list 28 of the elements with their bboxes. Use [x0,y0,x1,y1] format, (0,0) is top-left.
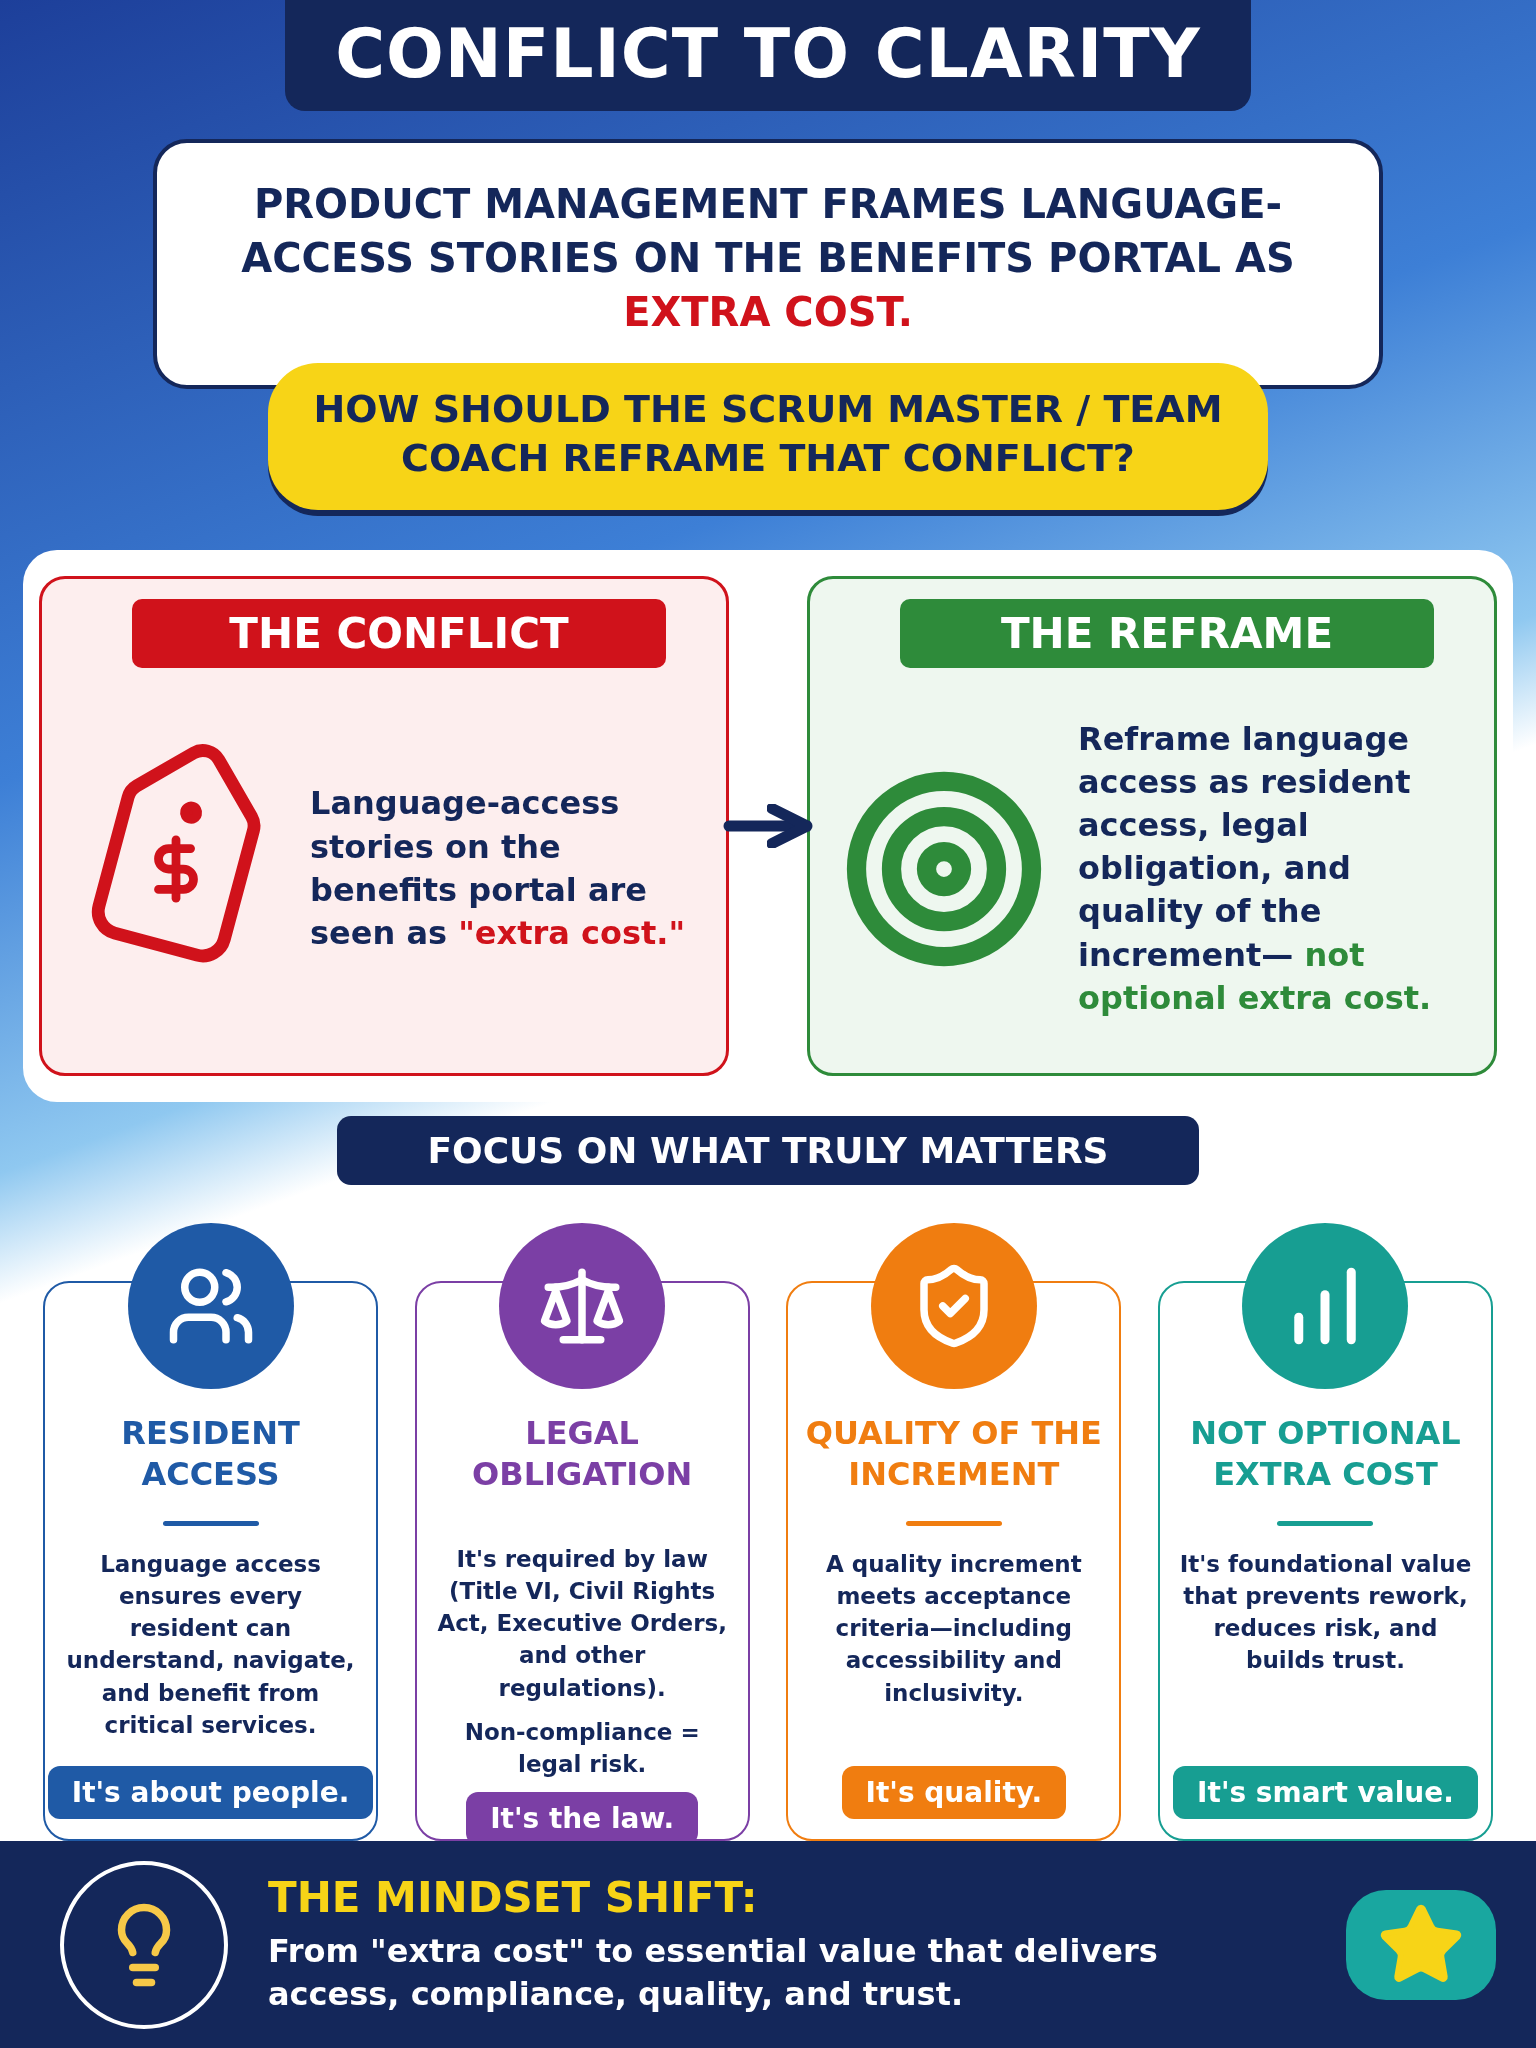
card-text: Non-compliance = legal risk. [463,1717,701,1779]
section-banner [337,1115,1199,1185]
mindset-heading: THE MINDSET SHIFT: [268,1873,759,1923]
statement-text: PRODUCT MANAGEMENT FRAMES LANGUAGE-ACCESS STORIES ON THE BENEFITS PORTAL AS EXTRA COST. [240,180,1296,337]
panel-heading: THE REFRAME [900,598,1434,668]
card-text: Language access ensures every resident can understand, navigate, and benefit from critical services. [65,1549,356,1740]
arrow [723,802,813,849]
card-heading: RESIDENT ACCESS [120,1412,301,1496]
card-heading: LEGAL OBLIGATION [471,1412,694,1496]
card-heading: NOT OPTIONAL EXTRA COST [1189,1412,1462,1496]
title: CONFLICT TO CLARITY [285,0,1251,111]
panel-card [39,575,729,1076]
panel-text: Reframe language access as resident access, legal obligation, and quality of the increment— not optional extra cost. [1078,718,1433,1019]
panel-heading: THE CONFLICT [132,598,666,668]
tagline-badge: It's about people. [47,1765,374,1819]
mindset-text: From "extra cost" to essential value that delivers access, compliance, quality, and trust. [268,1931,1159,2016]
banner-text: FOCUS ON WHAT TRULY MATTERS [427,1129,1109,1171]
tagline-badge: It's quality. [841,1765,1067,1819]
card-text: It's foundational value that prevents rework, reduces risk, and builds trust. [1178,1549,1473,1676]
mindset-bar [0,1840,1536,2048]
card-text: A quality increment meets acceptance criteria—including accessibility and inclusivity. [824,1549,1083,1708]
card-heading: QUALITY OF THE INCREMENT [804,1412,1103,1496]
statement-box [153,139,1383,389]
tagline-badge: It's smart value. [1173,1765,1478,1819]
panel-text: Language-access stories on the benefits portal are seen as "extra cost." [310,783,687,954]
panel-card [807,575,1497,1076]
question-text: HOW SHOULD THE SCRUM MASTER / TEAM COACH REFRAME THAT CONFLICT? [312,386,1224,483]
card-text: It's required by law (Title VI, Civil Rights Act, Executive Orders, and other regulations). [436,1544,728,1703]
